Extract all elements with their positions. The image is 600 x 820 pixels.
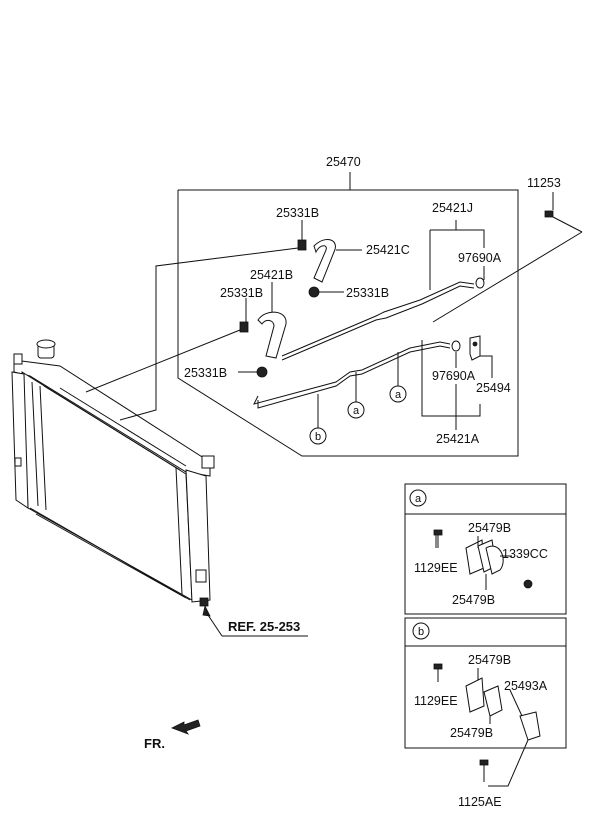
label-97690A-top: 97690A — [458, 251, 502, 265]
clamp-25331B-mid — [308, 286, 320, 298]
svg-text:FR.: FR. — [144, 736, 165, 751]
label-11253: 11253 — [527, 176, 561, 190]
front-indicator: FR. — [144, 719, 201, 751]
clamp-25331B-left — [239, 321, 249, 333]
svg-text:25479B: 25479B — [468, 653, 511, 667]
svg-text:1125AE: 1125AE — [458, 795, 502, 809]
svg-text:1129EE: 1129EE — [414, 694, 458, 708]
hose-25421C — [313, 238, 336, 283]
label-25331B-low: 25331B — [184, 366, 227, 380]
label-25331B-left: 25331B — [220, 286, 263, 300]
radiator — [11, 339, 215, 607]
svg-text:25493A: 25493A — [504, 679, 548, 693]
bracket-25494 — [469, 335, 481, 361]
svg-text:25479B: 25479B — [468, 521, 511, 535]
oring-97690A-low — [451, 340, 461, 352]
ref-label: REF. 25-253 — [202, 604, 308, 637]
svg-text:b: b — [418, 626, 424, 638]
leader-lines — [85, 247, 299, 421]
svg-text:25479B: 25479B — [450, 726, 493, 740]
label-25421C: 25421C — [366, 243, 410, 257]
clamp-25331B-top — [297, 239, 307, 251]
label-25331B-mid: 25331B — [346, 286, 389, 300]
callout-b: b — [309, 394, 327, 445]
bolt-11253 — [432, 192, 583, 323]
label-25421J: 25421J — [432, 201, 473, 215]
callout-a-1: a — [347, 372, 365, 419]
label-25421B: 25421B — [250, 268, 293, 282]
svg-text:1129EE: 1129EE — [414, 561, 458, 575]
svg-text:a: a — [395, 389, 402, 401]
detail-b: b 25479B 1129EE 25493A 25479B 1125AE — [404, 617, 567, 809]
label-leaders — [238, 220, 493, 430]
main-labels: 25470 11253 25331B 25421C 25421B 25331B … — [184, 155, 561, 446]
svg-text:REF. 25-253: REF. 25-253 — [228, 619, 300, 634]
svg-text:a: a — [415, 493, 422, 505]
svg-text:b: b — [315, 431, 321, 443]
pipe-25421A — [253, 341, 451, 409]
callout-a-2: a — [389, 352, 407, 403]
svg-text:a: a — [353, 405, 360, 417]
svg-text:25479B: 25479B — [452, 593, 495, 607]
clamp-25331B-low — [256, 366, 268, 378]
oring-97690A-top — [475, 277, 485, 289]
pipe-25421J — [281, 281, 475, 361]
svg-text:1339CC: 1339CC — [502, 547, 548, 561]
label-97690A-low: 97690A — [432, 369, 476, 383]
label-25331B-top: 25331B — [276, 206, 319, 220]
detail-a: a 25479B 1129EE 1339CC 25479B — [404, 483, 567, 615]
hose-25421B — [257, 311, 287, 359]
label-25494: 25494 — [476, 381, 511, 395]
label-25421A: 25421A — [436, 432, 480, 446]
label-25470: 25470 — [326, 155, 361, 169]
assembly-frame — [177, 172, 519, 457]
